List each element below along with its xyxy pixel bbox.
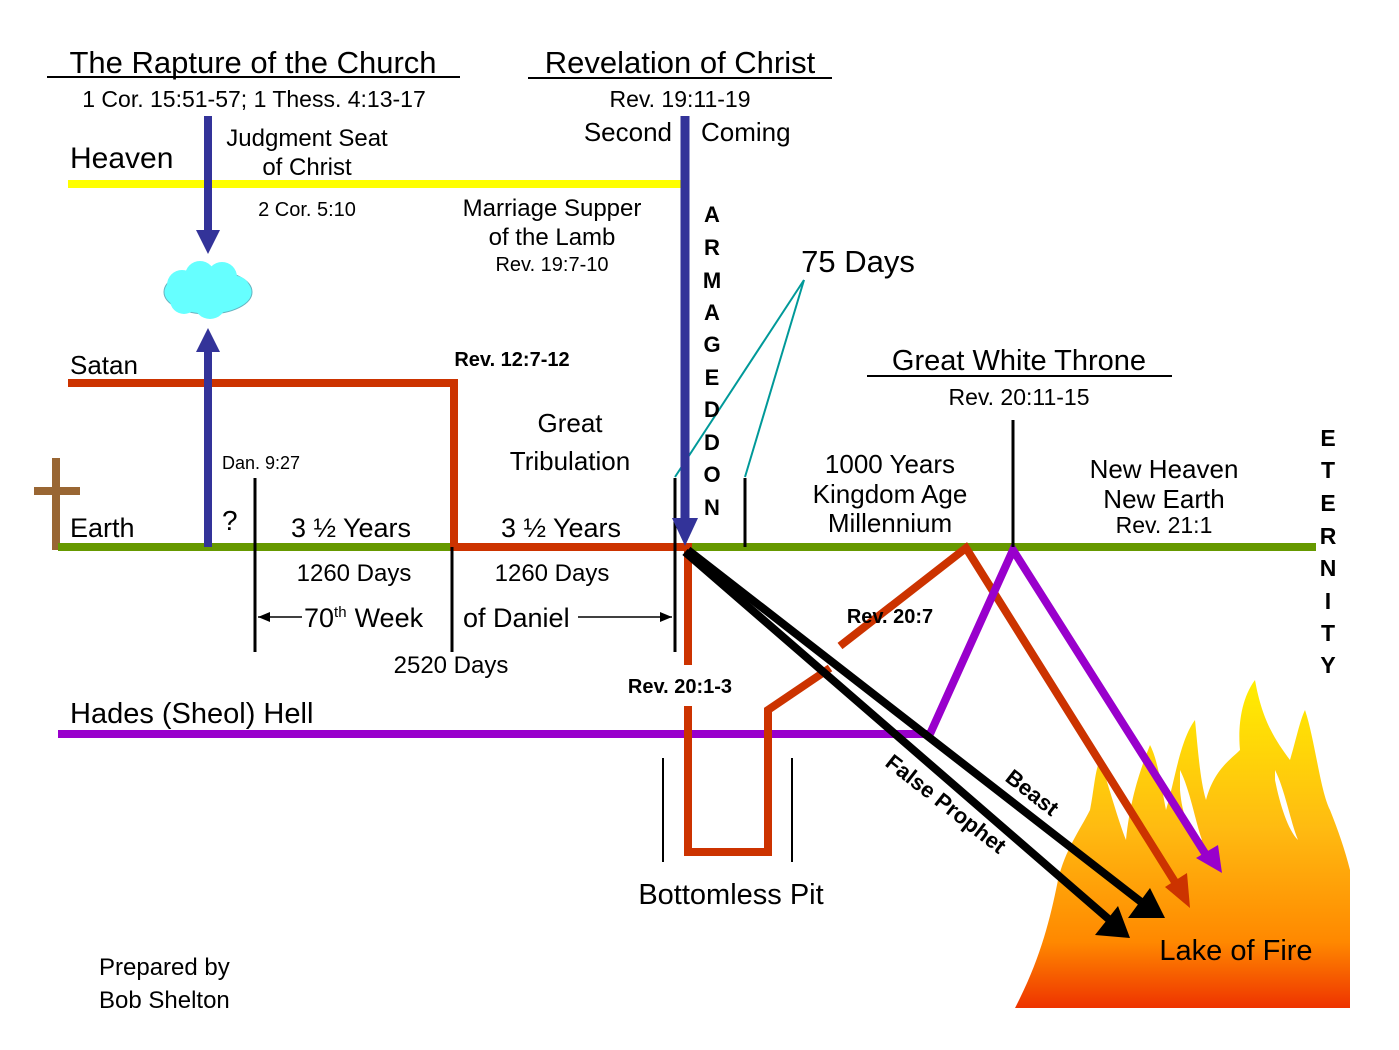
- credit-line1: Prepared by: [99, 954, 230, 981]
- marriage-supper-ref: Rev. 19:7-10: [495, 254, 608, 276]
- rev-20-1-ref: Rev. 20:1-3: [628, 676, 732, 698]
- beast-arrow: [685, 546, 1148, 909]
- revelation-title: Revelation of Christ: [545, 45, 816, 80]
- rapture-title: The Rapture of the Church: [69, 45, 436, 80]
- total-days-label: 2520 Days: [394, 652, 509, 679]
- eternity-vertical: E T E R N I T Y: [1320, 425, 1337, 678]
- armageddon-letter: R: [704, 235, 720, 260]
- armageddon-letter: M: [703, 268, 721, 293]
- millennium-line2: Kingdom Age: [813, 479, 968, 509]
- satan-path: [68, 379, 692, 665]
- great-tribulation-line1: Great: [537, 408, 603, 438]
- satan-pit-path: [684, 664, 833, 856]
- rev-12-ref: Rev. 12:7-12: [454, 349, 569, 371]
- hades-path: [926, 541, 1212, 861]
- armageddon-letter: E: [705, 365, 720, 390]
- eternity-letter: Y: [1320, 652, 1335, 678]
- credit-line2: Bob Shelton: [99, 987, 230, 1014]
- false-prophet-arrow: [682, 548, 1115, 926]
- week-word: Week: [355, 603, 424, 633]
- teal-pointer-left: [674, 279, 805, 478]
- judgment-seat-line2: of Christ: [262, 154, 352, 181]
- cloud-icon: [163, 261, 253, 319]
- dan-ref: Dan. 9:27: [222, 453, 300, 473]
- eternity-letter: I: [1325, 588, 1331, 614]
- earth-label: Earth: [70, 513, 135, 543]
- eternity-letter: N: [1320, 555, 1337, 581]
- new-heaven-line2: New Earth: [1103, 484, 1224, 514]
- eternity-letter: T: [1321, 457, 1335, 483]
- new-heaven-line1: New Heaven: [1090, 454, 1239, 484]
- rapture-ref: 1 Cor. 15:51-57; 1 Thess. 4:13-17: [82, 86, 426, 112]
- armageddon-letter: A: [704, 202, 720, 227]
- marriage-supper-line1: Marriage Supper: [463, 195, 642, 222]
- of-daniel-label: of Daniel: [463, 603, 570, 633]
- millennium-line3: Millennium: [828, 508, 952, 538]
- armageddon-letter: O: [703, 462, 720, 487]
- first-half-days: 1260 Days: [297, 560, 412, 587]
- false-prophet-label: False Prophet: [881, 749, 1012, 859]
- first-half-years: 3 ½ Years: [291, 513, 411, 543]
- hades-arrowhead: [1196, 845, 1222, 873]
- marriage-supper-line2: of the Lamb: [489, 224, 616, 251]
- lake-of-fire-label: Lake of Fire: [1159, 935, 1312, 967]
- heaven-label: Heaven: [70, 142, 173, 175]
- satan-release-path: [837, 542, 1184, 893]
- eternity-letter: T: [1321, 620, 1335, 646]
- judgment-seat-ref: 2 Cor. 5:10: [258, 199, 356, 221]
- rev-20-7-ref: Rev. 20:7: [847, 606, 933, 628]
- eternity-letter: E: [1320, 490, 1335, 516]
- week-ordinal: 70: [304, 603, 334, 633]
- second-label: Second: [584, 117, 672, 147]
- armageddon-letter: D: [704, 397, 720, 422]
- week-label: 70th Week: [304, 603, 424, 633]
- eternity-letter: E: [1320, 425, 1335, 451]
- bottomless-pit-label: Bottomless Pit: [638, 879, 823, 911]
- great-tribulation-line2: Tribulation: [510, 446, 630, 476]
- cross-icon: [34, 458, 80, 550]
- judgment-seat-line1: Judgment Seat: [226, 125, 388, 152]
- revelation-ref: Rev. 19:11-19: [609, 86, 750, 112]
- seventy-five-days-label: 75 Days: [801, 244, 915, 279]
- coming-label: Coming: [701, 117, 791, 147]
- new-heaven-ref: Rev. 21:1: [1116, 512, 1213, 538]
- question-mark: ?: [222, 505, 238, 536]
- armageddon-letter: A: [704, 300, 720, 325]
- second-half-days: 1260 Days: [495, 560, 610, 587]
- teal-pointer-right: [744, 279, 805, 478]
- great-white-throne-ref: Rev. 20:11-15: [948, 384, 1089, 410]
- armageddon-vertical: A R M A G E D D O N: [703, 202, 721, 520]
- fire-shape: [1015, 680, 1350, 1008]
- millennium-line1: 1000 Years: [825, 449, 955, 479]
- hades-label: Hades (Sheol) Hell: [70, 698, 313, 730]
- armageddon-letter: N: [704, 495, 720, 520]
- armageddon-letter: D: [704, 430, 720, 455]
- satan-label: Satan: [70, 350, 138, 380]
- week-ordinal-suffix: th: [334, 604, 347, 621]
- armageddon-letter: G: [703, 332, 720, 357]
- great-white-throne-title: Great White Throne: [892, 345, 1146, 377]
- satan-arrowhead: [1165, 873, 1190, 908]
- second-half-years: 3 ½ Years: [501, 513, 621, 543]
- eternity-letter: R: [1320, 523, 1337, 549]
